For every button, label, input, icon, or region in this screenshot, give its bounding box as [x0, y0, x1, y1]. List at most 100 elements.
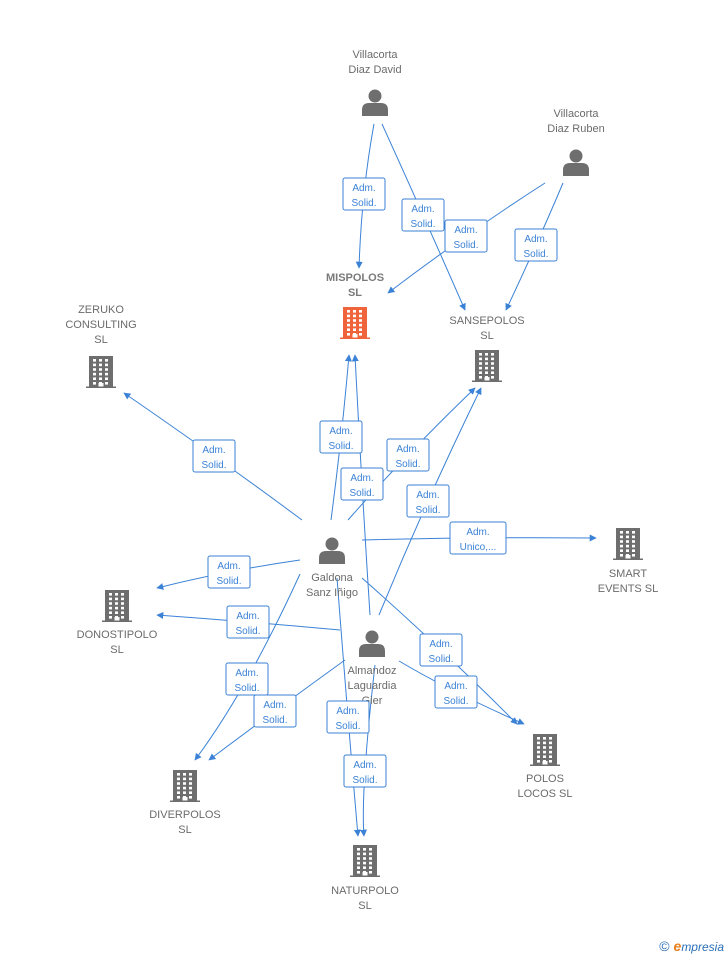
relation-label-box: [449, 521, 507, 555]
relation-label-almandoz-to-mispolos[interactable]: Adm. Solid.: [340, 467, 384, 501]
node-label: Villacorta: [352, 49, 398, 61]
relation-label-text: Solid.: [351, 198, 376, 209]
relation-label-villacorta-ruben-to-sansepolos[interactable]: Adm.Solid.: [514, 228, 558, 262]
relation-label-text: Solid.: [453, 240, 478, 251]
relation-label-villacorta-david-to-sansepolos[interactable]: Adm. Solid.: [401, 198, 445, 232]
node-label: SL: [358, 900, 371, 912]
relation-label-box: [406, 484, 450, 518]
relation-label-text: Solid.: [352, 775, 377, 786]
node-smart-events[interactable]: SMART EVENTS SL: [598, 528, 659, 595]
relation-label-galdona-to-smart-events[interactable]: Adm. Unico,...: [449, 521, 507, 555]
node-label: SL: [480, 330, 493, 342]
node-label: Diaz Ruben: [547, 123, 604, 135]
relation-label-box: [207, 555, 251, 589]
relation-label-text: Adm.: [352, 183, 375, 194]
relation-label-box: [419, 633, 463, 667]
relation-label-text: Solid.: [443, 696, 468, 707]
relation-label-galdona-to-naturpolo[interactable]: Adm. Solid.: [326, 700, 370, 734]
relation-label-villacorta-david-to-mispolos[interactable]: Adm. Solid.: [342, 177, 386, 211]
relation-label-box: [342, 177, 386, 211]
relation-label-box: [226, 605, 270, 639]
node-label: CONSULTING: [65, 319, 136, 331]
building-icon: [350, 845, 380, 877]
person-icon: [319, 537, 345, 564]
relation-label-text: Adm.: [411, 204, 434, 215]
relation-label-text: Solid.: [349, 488, 374, 499]
relation-label-box: [434, 675, 478, 709]
relation-label-text: Solid.: [523, 249, 548, 260]
relation-label-box: [401, 198, 445, 232]
relation-label-almandoz-to-donostipolo[interactable]: Adm.Solid.: [226, 605, 270, 639]
relation-label-text: Solid.: [335, 721, 360, 732]
node-label: Villacorta: [553, 108, 599, 120]
relation-label-text: Adm.: [263, 700, 286, 711]
relation-label-galdona-to-mispolos[interactable]: Adm. Solid.: [319, 420, 363, 454]
relation-label-almandoz-to-sansepolos[interactable]: Adm.Solid.: [406, 484, 450, 518]
node-mispolos[interactable]: MISPOLOS SL: [326, 272, 384, 339]
copyright-icon: ©: [659, 938, 670, 954]
node-label: DONOSTIPOLO: [77, 629, 158, 641]
relation-label-box: [386, 438, 430, 472]
relation-label-box: [192, 439, 236, 473]
relation-label-text: Solid.: [395, 459, 420, 470]
person-icon: [563, 149, 589, 176]
footer-brand[interactable]: ©empresia: [659, 938, 724, 954]
relation-label-almandoz-to-naturpolo[interactable]: Adm. Solid.: [343, 754, 387, 788]
relation-label-box: [343, 754, 387, 788]
relation-label-text: Adm.: [429, 639, 452, 650]
node-label: ZERUKO: [78, 304, 124, 316]
node-label: SANSEPOLOS: [449, 315, 524, 327]
relation-label-text: Adm.: [336, 706, 359, 717]
node-label: MISPOLOS: [326, 272, 384, 284]
building-icon: [340, 307, 370, 339]
relation-label-text: Solid.: [234, 683, 259, 694]
relation-label-box: [253, 694, 297, 728]
node-label: EVENTS SL: [598, 583, 659, 595]
relation-label-text: Unico,...: [460, 542, 497, 553]
relation-label-text: Adm.: [350, 473, 373, 484]
relation-label-galdona-to-zeruko[interactable]: Adm.Solid.: [192, 439, 236, 473]
relation-label-box: [444, 219, 488, 253]
relation-label-galdona-to-sansepolos[interactable]: Adm. Solid.: [386, 438, 430, 472]
relation-label-text: Adm.: [466, 527, 489, 538]
relation-label-text: Adm.: [235, 668, 258, 679]
relation-label-galdona-to-polos-locos[interactable]: Adm.Solid.: [419, 633, 463, 667]
relation-label-almandoz-to-polos-locos[interactable]: Adm. Solid.: [434, 675, 478, 709]
relation-label-text: Adm.: [329, 426, 352, 437]
relation-label-text: Adm.: [416, 490, 439, 501]
relation-label-galdona-to-donostipolo[interactable]: Adm.Solid.: [207, 555, 251, 589]
node-sansepolos[interactable]: SANSEPOLOS SL: [449, 315, 525, 382]
node-label: SL: [348, 287, 362, 299]
node-label: SMART: [609, 568, 648, 580]
building-icon: [530, 734, 560, 766]
relation-label-villacorta-ruben-to-mispolos[interactable]: Adm. Solid.: [444, 219, 488, 253]
node-label: Diaz David: [348, 64, 401, 76]
relation-label-text: Adm.: [353, 760, 376, 771]
building-icon: [170, 770, 200, 802]
relation-label-text: Solid.: [235, 626, 260, 637]
relation-label-galdona-to-diverpolos[interactable]: Adm. Solid.: [225, 662, 269, 696]
relation-label-text: Adm.: [444, 681, 467, 692]
building-icon: [102, 590, 132, 622]
relation-label-text: Solid.: [410, 219, 435, 230]
node-label: POLOS: [526, 773, 564, 785]
building-icon: [86, 356, 116, 388]
relation-label-text: Adm.: [396, 444, 419, 455]
relation-label-text: Adm.: [454, 225, 477, 236]
node-label: Laguardia: [348, 680, 398, 692]
building-icon: [472, 350, 502, 382]
relation-label-text: Solid.: [328, 441, 353, 452]
relation-label-text: Adm.: [217, 561, 240, 572]
relation-label-almandoz-to-diverpolos[interactable]: Adm.Solid.: [253, 694, 297, 728]
